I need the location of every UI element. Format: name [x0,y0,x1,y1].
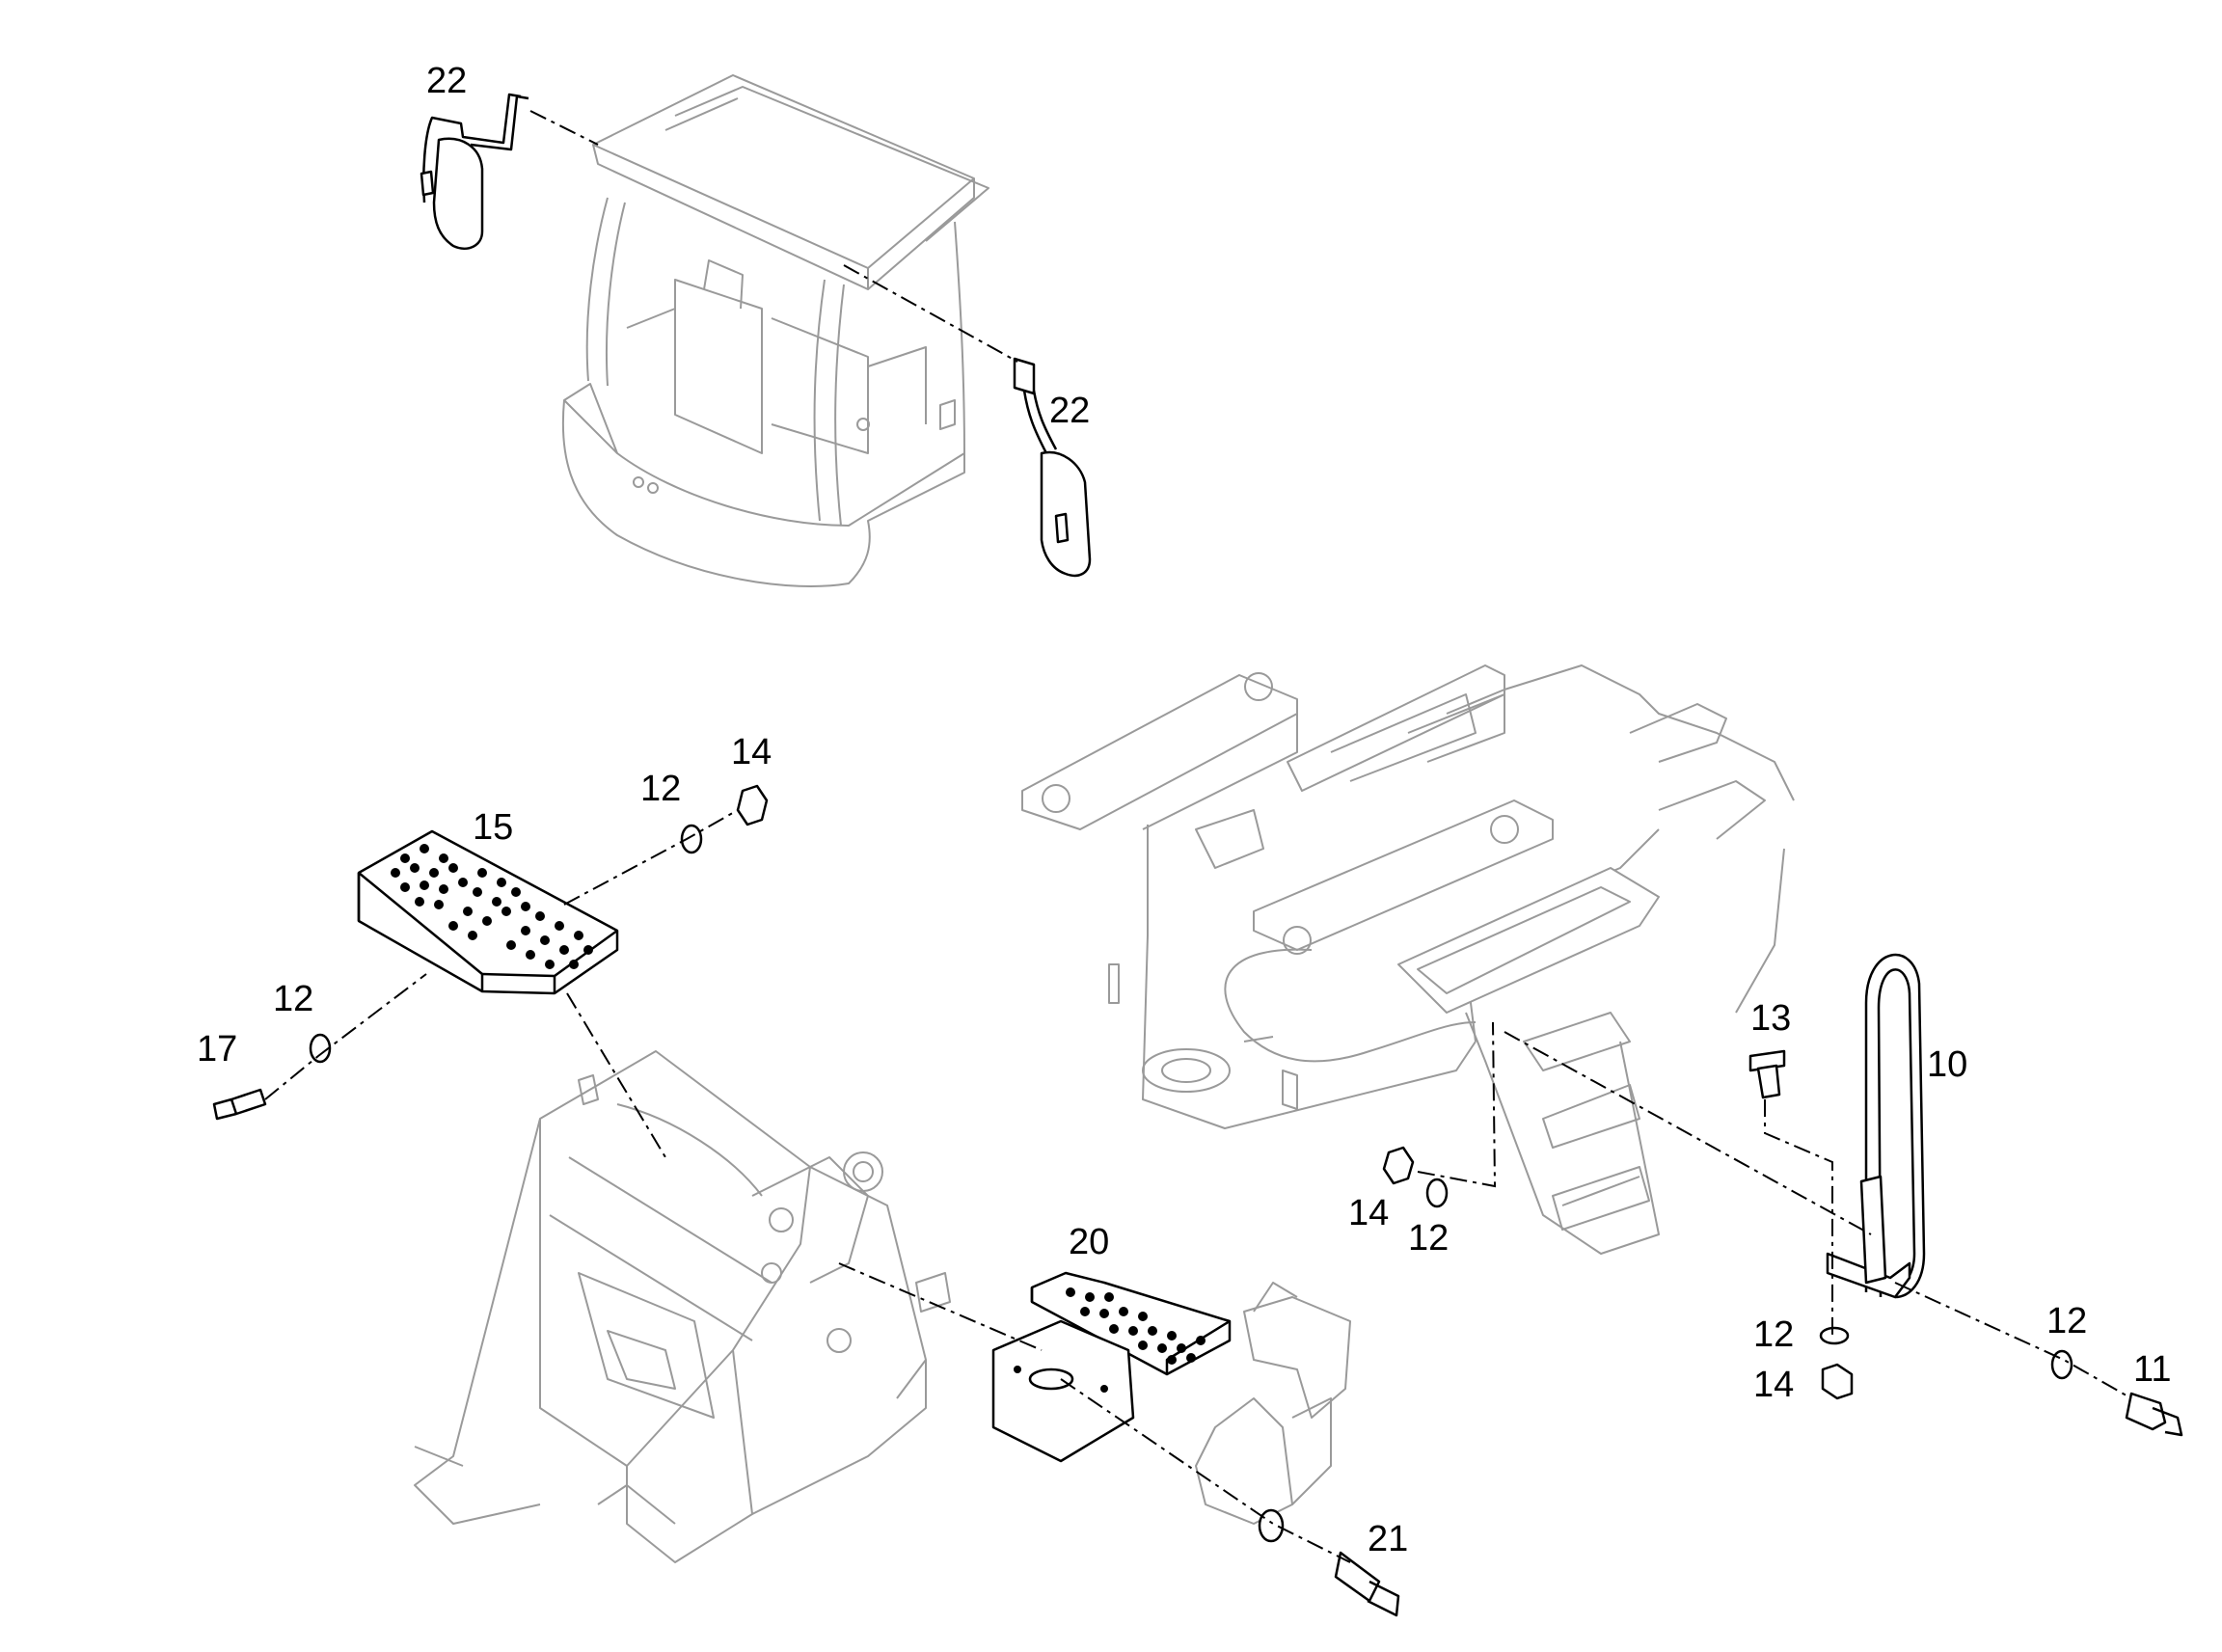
leader-lines [264,809,2132,1563]
callout-12-right: 12 [2046,1301,2087,1341]
callout-12-mid: 12 [1408,1218,1449,1259]
washer-12d [1819,1326,1850,1345]
washer-12c [1425,1178,1449,1208]
callout-14-handrail: 14 [1753,1365,1794,1405]
nut-14c [1821,1363,1854,1400]
step-plate-15 [357,829,619,995]
leader-22-right [843,264,1018,363]
callout-13: 13 [1750,998,1791,1039]
callout-15: 15 [473,807,513,848]
washer-21 [1258,1508,1285,1543]
nut-14b [1382,1146,1415,1185]
callout-labels: 22 22 14 12 15 12 17 13 10 14 12 20 12 1… [197,61,2171,1559]
callout-10: 10 [1927,1044,1967,1085]
operator-cab [561,74,989,587]
step-plate-15-holes [391,844,593,969]
callout-20: 20 [1069,1222,1109,1262]
bolt-13 [1748,1049,1786,1099]
step-plate-20-holes [1066,1287,1206,1365]
bolt-21 [1334,1551,1400,1617]
callout-17: 17 [197,1029,237,1070]
callout-12-left: 12 [273,979,313,1019]
nut-14a [736,784,769,826]
washer-12e [2050,1349,2073,1380]
callout-12-handrail: 12 [1753,1314,1794,1355]
callout-22-top: 22 [426,61,467,101]
leader-22-left [529,110,599,146]
frame-steps [1397,867,1660,1255]
mirror-right [1013,357,1092,578]
washer-12a [680,824,703,854]
handrail-10 [1826,953,1926,1299]
callout-11: 11 [2133,1349,2171,1390]
callout-14-left: 14 [731,732,772,772]
callout-22-right: 22 [1049,391,1090,431]
rear-frame [1021,664,1795,1129]
callout-21: 21 [1368,1519,1408,1559]
mirror-left [420,93,529,250]
bolt-11 [2125,1392,2183,1437]
callout-12-top: 12 [640,769,681,809]
bolt-17 [212,1088,267,1121]
front-frame [414,1050,951,1563]
step-plate-20 [991,1271,1232,1463]
callout-14-mid: 14 [1348,1193,1389,1233]
